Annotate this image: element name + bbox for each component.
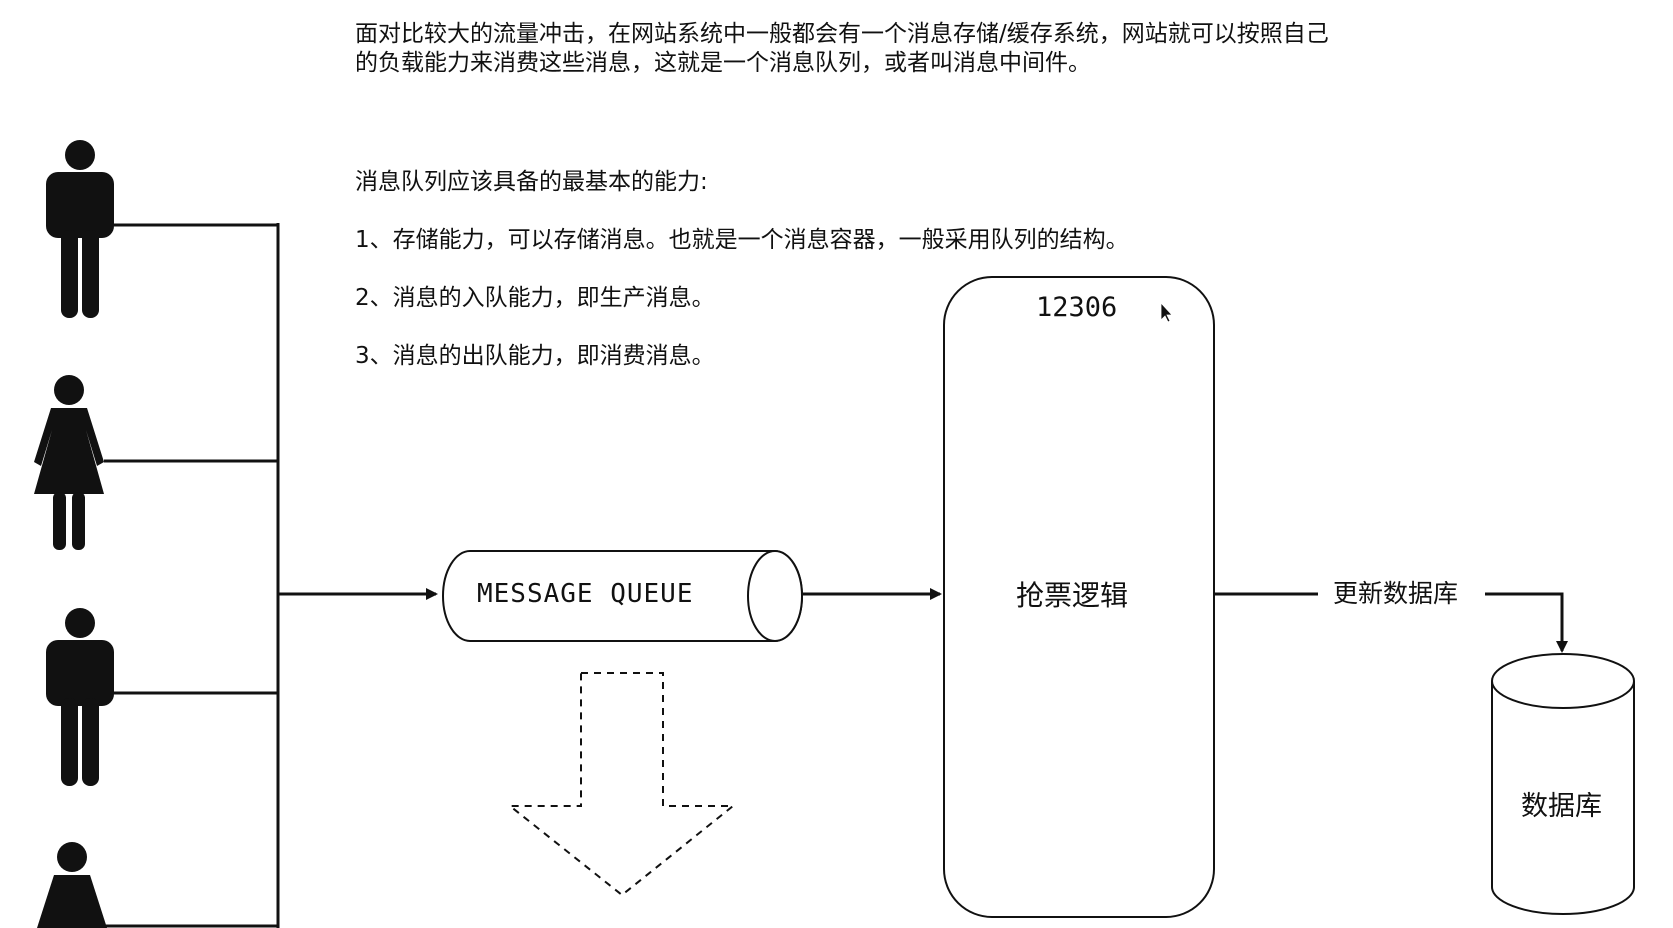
message-queue-cylinder — [442, 550, 803, 642]
intro-line-1: 面对比较大的流量冲击，在网站系统中一般都会有一个消息存储/缓存系统，网站就可以按… — [355, 21, 1329, 47]
server-label: 抢票逻辑 — [1016, 579, 1129, 612]
male-user-icon — [46, 608, 114, 786]
capability-item: 2、消息的入队能力，即生产消息。 — [355, 285, 715, 311]
edge-label: 更新数据库 — [1333, 579, 1459, 608]
capabilities-heading: 消息队列应该具备的最基本的能力: — [355, 169, 708, 195]
intro-line-2: 的负载能力来消费这些消息，这就是一个消息队列，或者叫消息中间件。 — [355, 50, 1091, 76]
server-title: 12306 — [1036, 292, 1118, 323]
female-user-icon — [37, 842, 107, 928]
queue-label: MESSAGE QUEUE — [477, 579, 694, 609]
database-cylinder — [1491, 653, 1635, 915]
male-user-icon — [46, 140, 114, 318]
dashed-down-arrow — [507, 672, 736, 897]
ticket-logic-box — [943, 276, 1215, 918]
update-db-edge — [1214, 592, 1568, 653]
female-user-icon — [34, 375, 104, 550]
capability-item: 1、存储能力，可以存储消息。也就是一个消息容器，一般采用队列的结构。 — [355, 227, 1129, 253]
database-label: 数据库 — [1521, 791, 1602, 822]
user-connectors — [104, 223, 280, 928]
capability-item: 3、消息的出队能力，即消费消息。 — [355, 343, 715, 369]
mouse-cursor-icon — [1160, 301, 1173, 323]
